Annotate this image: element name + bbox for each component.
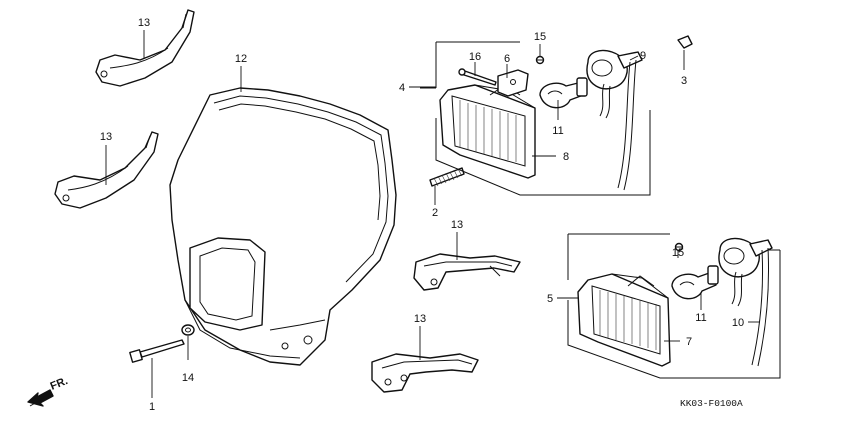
leader-lines [105,30,760,398]
socket-upper [586,49,643,191]
headlight-unit-upper [439,84,536,179]
front-direction-label: FR. [49,375,70,393]
screw-upper [535,55,545,65]
clip [677,35,693,49]
callout-11-upper: 11 [552,125,563,137]
washer [181,324,195,336]
front-direction-arrow: FR. [27,375,70,407]
callout-13-upper-left: 13 [138,17,150,29]
callout-5: 5 [547,293,553,305]
bulb-upper [539,77,588,109]
callout-14: 14 [182,372,194,384]
mount-stay-upper-left [95,9,195,87]
headlight-assy-bracket-upper [420,41,651,196]
callout-7: 7 [686,336,692,348]
callout-13-lower-center: 13 [414,313,426,325]
callout-labels: 13 13 12 13 13 14 1 4 16 6 15 9 3 11 8 2… [100,17,744,413]
spring [429,167,465,187]
callout-11-lower: 11 [695,312,706,324]
callout-12: 12 [235,53,247,65]
callout-6: 6 [504,53,510,65]
callout-15-lower: 15 [672,247,684,259]
callout-3: 3 [681,75,687,87]
headlight-unit-lower [577,273,671,367]
mount-stay-center [413,253,521,291]
headlight-cowl [169,87,397,366]
callout-16: 16 [469,51,481,63]
callout-15-upper: 15 [534,31,546,43]
adjust-bracket [497,69,529,97]
callout-10: 10 [732,317,744,329]
callout-13-lower-left: 13 [100,131,112,143]
bolt [129,339,185,363]
callout-9: 9 [640,50,646,62]
callout-2: 2 [432,207,438,219]
diagram-code: KK03-F0100A [680,398,743,409]
screw-lower [674,242,684,252]
socket-lower [718,237,773,367]
callout-8: 8 [563,151,569,163]
headlight-assy-bracket-lower [567,233,781,379]
adjust-screw [458,68,497,86]
bulb-lower [671,265,719,300]
callout-4: 4 [399,82,405,94]
mount-stay-lower-center [371,353,479,393]
callout-1: 1 [149,401,155,413]
mount-stay-lower-left [54,131,159,209]
callout-13-center: 13 [451,219,463,231]
